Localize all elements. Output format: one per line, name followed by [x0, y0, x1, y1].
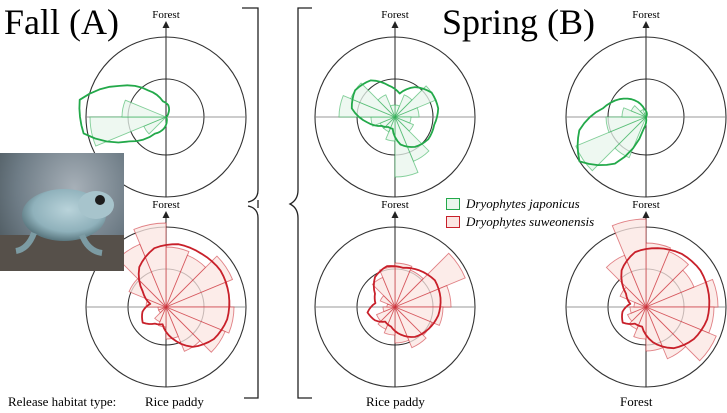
forest-direction-label: Forest: [381, 9, 409, 21]
rose-sector: [645, 306, 717, 362]
spring-bracket: [288, 7, 312, 399]
rose-sector: [377, 306, 396, 330]
forest-arrow-icon: [391, 21, 399, 28]
rose-sector: [394, 252, 466, 308]
release-habitat-prefix: Release habitat type:: [8, 394, 117, 409]
rose-sector: [121, 99, 167, 118]
rose-outline: [366, 265, 442, 338]
forest-direction-label: Forest: [381, 199, 409, 211]
legend-swatch-green: [446, 198, 460, 210]
forest-direction-label: Forest: [152, 199, 180, 211]
rose-sector: [626, 306, 647, 322]
rose-sector: [645, 278, 719, 308]
rose-sector: [394, 284, 452, 308]
rose-plot-spring-forest-japonicus: Forest: [565, 9, 727, 198]
frog-photo: [0, 153, 124, 271]
legend-entry-suweonensis: Dryophytes suweonensis: [446, 213, 594, 231]
rose-outline: [78, 84, 170, 144]
rose-sector: [645, 306, 687, 360]
rose-outline: [350, 79, 440, 148]
rose-sector: [394, 306, 427, 349]
rose-sector: [389, 104, 396, 118]
rose-outline: [137, 243, 231, 348]
rose-plot-spring-forest-suweonensis: Forest: [565, 199, 727, 388]
rose-sector: [645, 250, 690, 308]
panel-brackets: [242, 7, 312, 399]
rose-outline: [576, 97, 648, 166]
legend-label: Dryophytes japonicus: [466, 196, 580, 211]
rose-sector: [89, 116, 167, 147]
forest-direction-label: Forest: [632, 199, 660, 211]
rose-sector: [575, 116, 647, 172]
fall-bottom-bracket: [244, 205, 259, 399]
fall-panel-heading: Fall (A): [4, 2, 119, 42]
legend-swatch-red: [446, 216, 460, 228]
forest-arrow-icon: [162, 21, 170, 28]
rose-sector: [133, 222, 167, 308]
rose-sector: [394, 107, 420, 118]
legend-label: Dryophytes suweonensis: [466, 214, 595, 229]
rose-plot-spring-paddy-japonicus: Forest: [314, 9, 476, 198]
forest-arrow-icon: [642, 21, 650, 28]
rose-sector: [382, 306, 396, 313]
rose-sector: [639, 109, 647, 118]
rose-sector: [630, 105, 647, 118]
rose-sector: [165, 255, 234, 308]
forest-arrow-icon: [391, 211, 399, 218]
rose-sector: [165, 306, 235, 334]
forest-direction-label: Forest: [632, 9, 660, 21]
forest-arrow-icon: [162, 211, 170, 218]
species-legend: Dryophytes japonicus Dryophytes suweonen…: [446, 195, 594, 231]
spring-panel-heading: Spring (B): [442, 2, 595, 42]
rose-sector: [605, 116, 647, 133]
rose-plot-fall-suweonensis: Forest: [85, 199, 247, 388]
spring-forest-label: Forest: [620, 394, 653, 409]
fall-top-bracket: [242, 7, 259, 208]
frog-illustration: [0, 189, 124, 271]
rose-sector: [377, 94, 396, 118]
fall-habitat-label: Rice paddy: [145, 394, 204, 409]
rose-plot-fall-japonicus: Forest: [78, 9, 247, 198]
forest-arrow-icon: [642, 211, 650, 218]
forest-direction-label: Forest: [152, 9, 180, 21]
rose-plot-spring-paddy-suweonensis: Forest: [314, 199, 476, 388]
rose-outline: [620, 247, 711, 350]
legend-entry-japonicus: Dryophytes japonicus: [446, 195, 594, 213]
spring-rice-paddy-label: Rice paddy: [366, 394, 425, 409]
rose-sector: [154, 306, 167, 323]
rose-sector: [611, 218, 647, 308]
rose-sector: [629, 306, 647, 314]
